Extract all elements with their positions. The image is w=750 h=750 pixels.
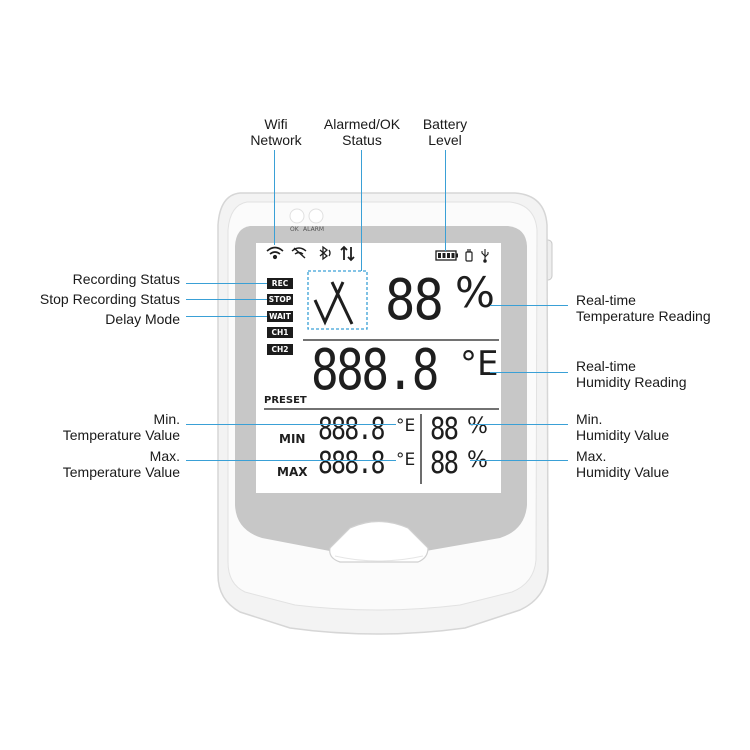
main-temp-unit: % — [455, 268, 495, 317]
wifi-icon — [266, 246, 284, 260]
main-temp-digits: 88 — [385, 268, 444, 333]
data-transfer-icon — [340, 245, 355, 262]
min-hum-leader — [470, 424, 568, 426]
callout-delay: Delay Mode — [105, 311, 180, 327]
callout-battery: Battery Level — [422, 116, 468, 148]
callout-max-temp: Max. Temperature Value — [62, 448, 180, 480]
ch1-tag: CH1 — [267, 327, 293, 338]
min-temp-unit: °E — [396, 416, 416, 436]
plug-icon — [465, 249, 473, 262]
alarm-led-label: ALARM — [303, 226, 325, 233]
stop-tag: STOP — [267, 294, 293, 305]
min-label: MIN — [279, 432, 306, 446]
battery-leader — [445, 150, 447, 251]
battery-icon — [435, 250, 458, 261]
wifi-signal-icon — [291, 247, 307, 259]
lcd-screen — [256, 243, 501, 493]
callout-recording: Recording Status — [72, 271, 180, 287]
callout-wifi: Wifi Network — [250, 116, 302, 148]
callout-rt-temp: Real-time Temperature Reading — [576, 292, 711, 324]
rt-temp-leader — [490, 305, 568, 307]
check-x-mark — [313, 281, 354, 326]
wifi-leader — [274, 150, 276, 245]
humidity-digits: 888.8 — [311, 338, 439, 403]
min-temp-leader — [186, 424, 396, 426]
callout-stop: Stop Recording Status — [39, 291, 180, 307]
min-hum-digits: 88 — [430, 412, 459, 447]
stop-leader — [186, 299, 267, 301]
max-hum-leader — [470, 460, 568, 462]
usb-icon — [481, 249, 489, 263]
max-label: MAX — [277, 465, 308, 479]
alarm-status-frame — [307, 270, 368, 330]
alarm-leader — [361, 150, 363, 271]
max-temp-leader — [186, 460, 396, 462]
wait-tag: WAIT — [267, 311, 293, 322]
max-hum-digits: 88 — [430, 446, 459, 481]
front-button — [329, 520, 429, 563]
humidity-unit: °E — [460, 344, 499, 384]
callout-min-temp: Min. Temperature Value — [62, 411, 180, 443]
rec-tag: REC — [267, 278, 293, 289]
preset-label: PRESET — [264, 395, 307, 406]
alarm-led — [308, 208, 324, 224]
rt-hum-leader — [490, 372, 568, 374]
delay-leader — [186, 316, 267, 318]
max-temp-digits: 888.8 — [318, 446, 386, 481]
bluetooth-icon — [319, 245, 331, 261]
min-temp-digits: 888.8 — [318, 412, 386, 447]
callout-max-hum: Max. Humidity Value — [576, 448, 670, 480]
min-hum-unit: % — [467, 414, 488, 439]
recording-leader — [186, 283, 267, 285]
max-temp-unit: °E — [396, 450, 416, 470]
ok-led-label: OK — [290, 226, 299, 233]
callout-rt-hum: Real-time Humidity Reading — [576, 358, 687, 390]
ch2-tag: CH2 — [267, 344, 293, 355]
ok-led — [289, 208, 305, 224]
callout-min-hum: Min. Humidity Value — [576, 411, 670, 443]
callout-alarm: Alarmed/OK Status — [323, 116, 401, 148]
